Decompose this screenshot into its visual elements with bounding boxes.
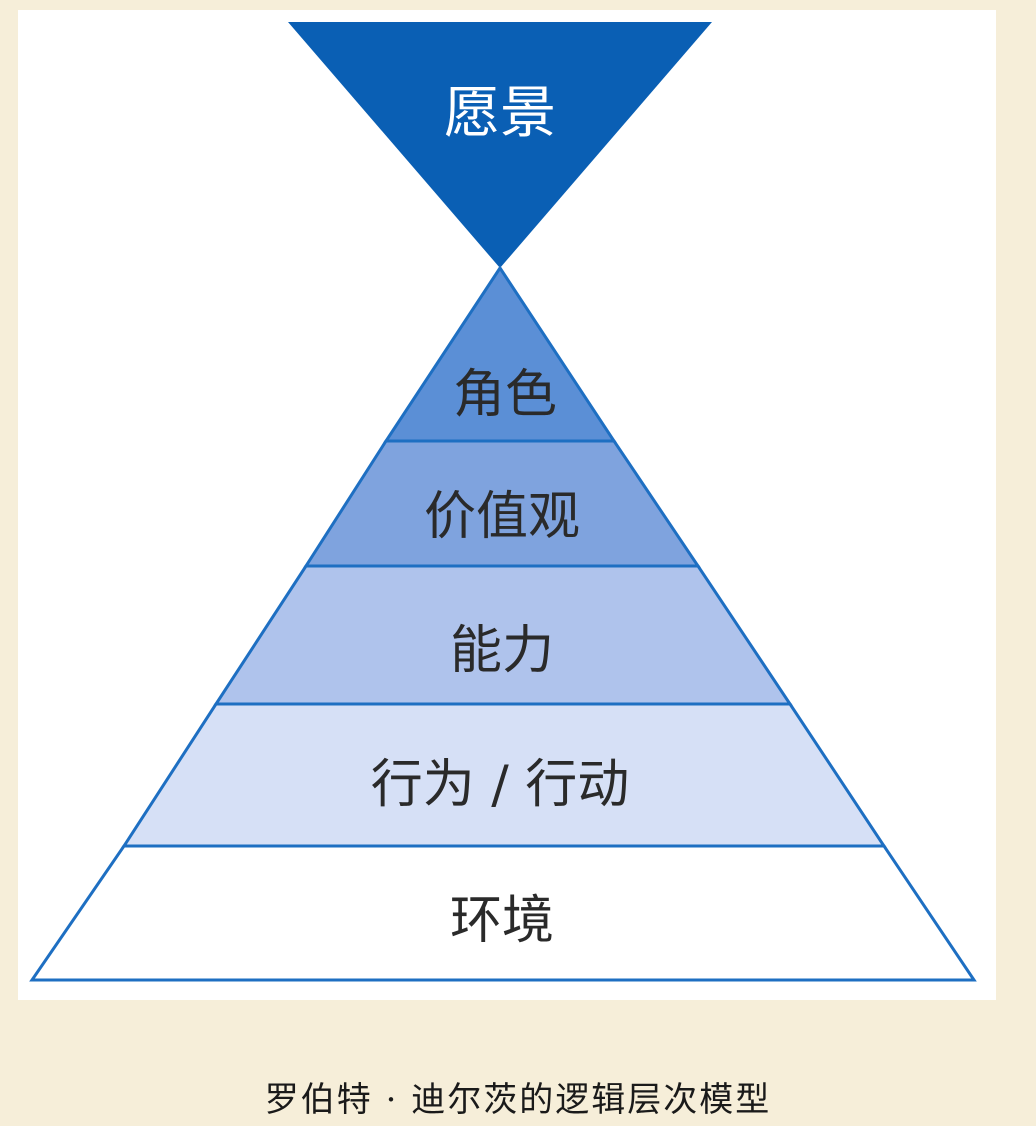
layer-environment-label: 环境 — [450, 891, 554, 951]
layer-values-label: 价值观 — [424, 487, 580, 547]
layer-behavior-label: 行为 / 行动 — [371, 755, 630, 815]
vision-label: 愿景 — [444, 81, 556, 146]
layer-role-label: 角色 — [453, 365, 557, 425]
vision-triangle — [288, 22, 712, 268]
layer-capability-label: 能力 — [450, 621, 554, 681]
diagram-caption: 罗伯特 · 迪尔茨的逻辑层次模型 — [264, 1080, 772, 1120]
layer-environment — [29, 844, 977, 982]
